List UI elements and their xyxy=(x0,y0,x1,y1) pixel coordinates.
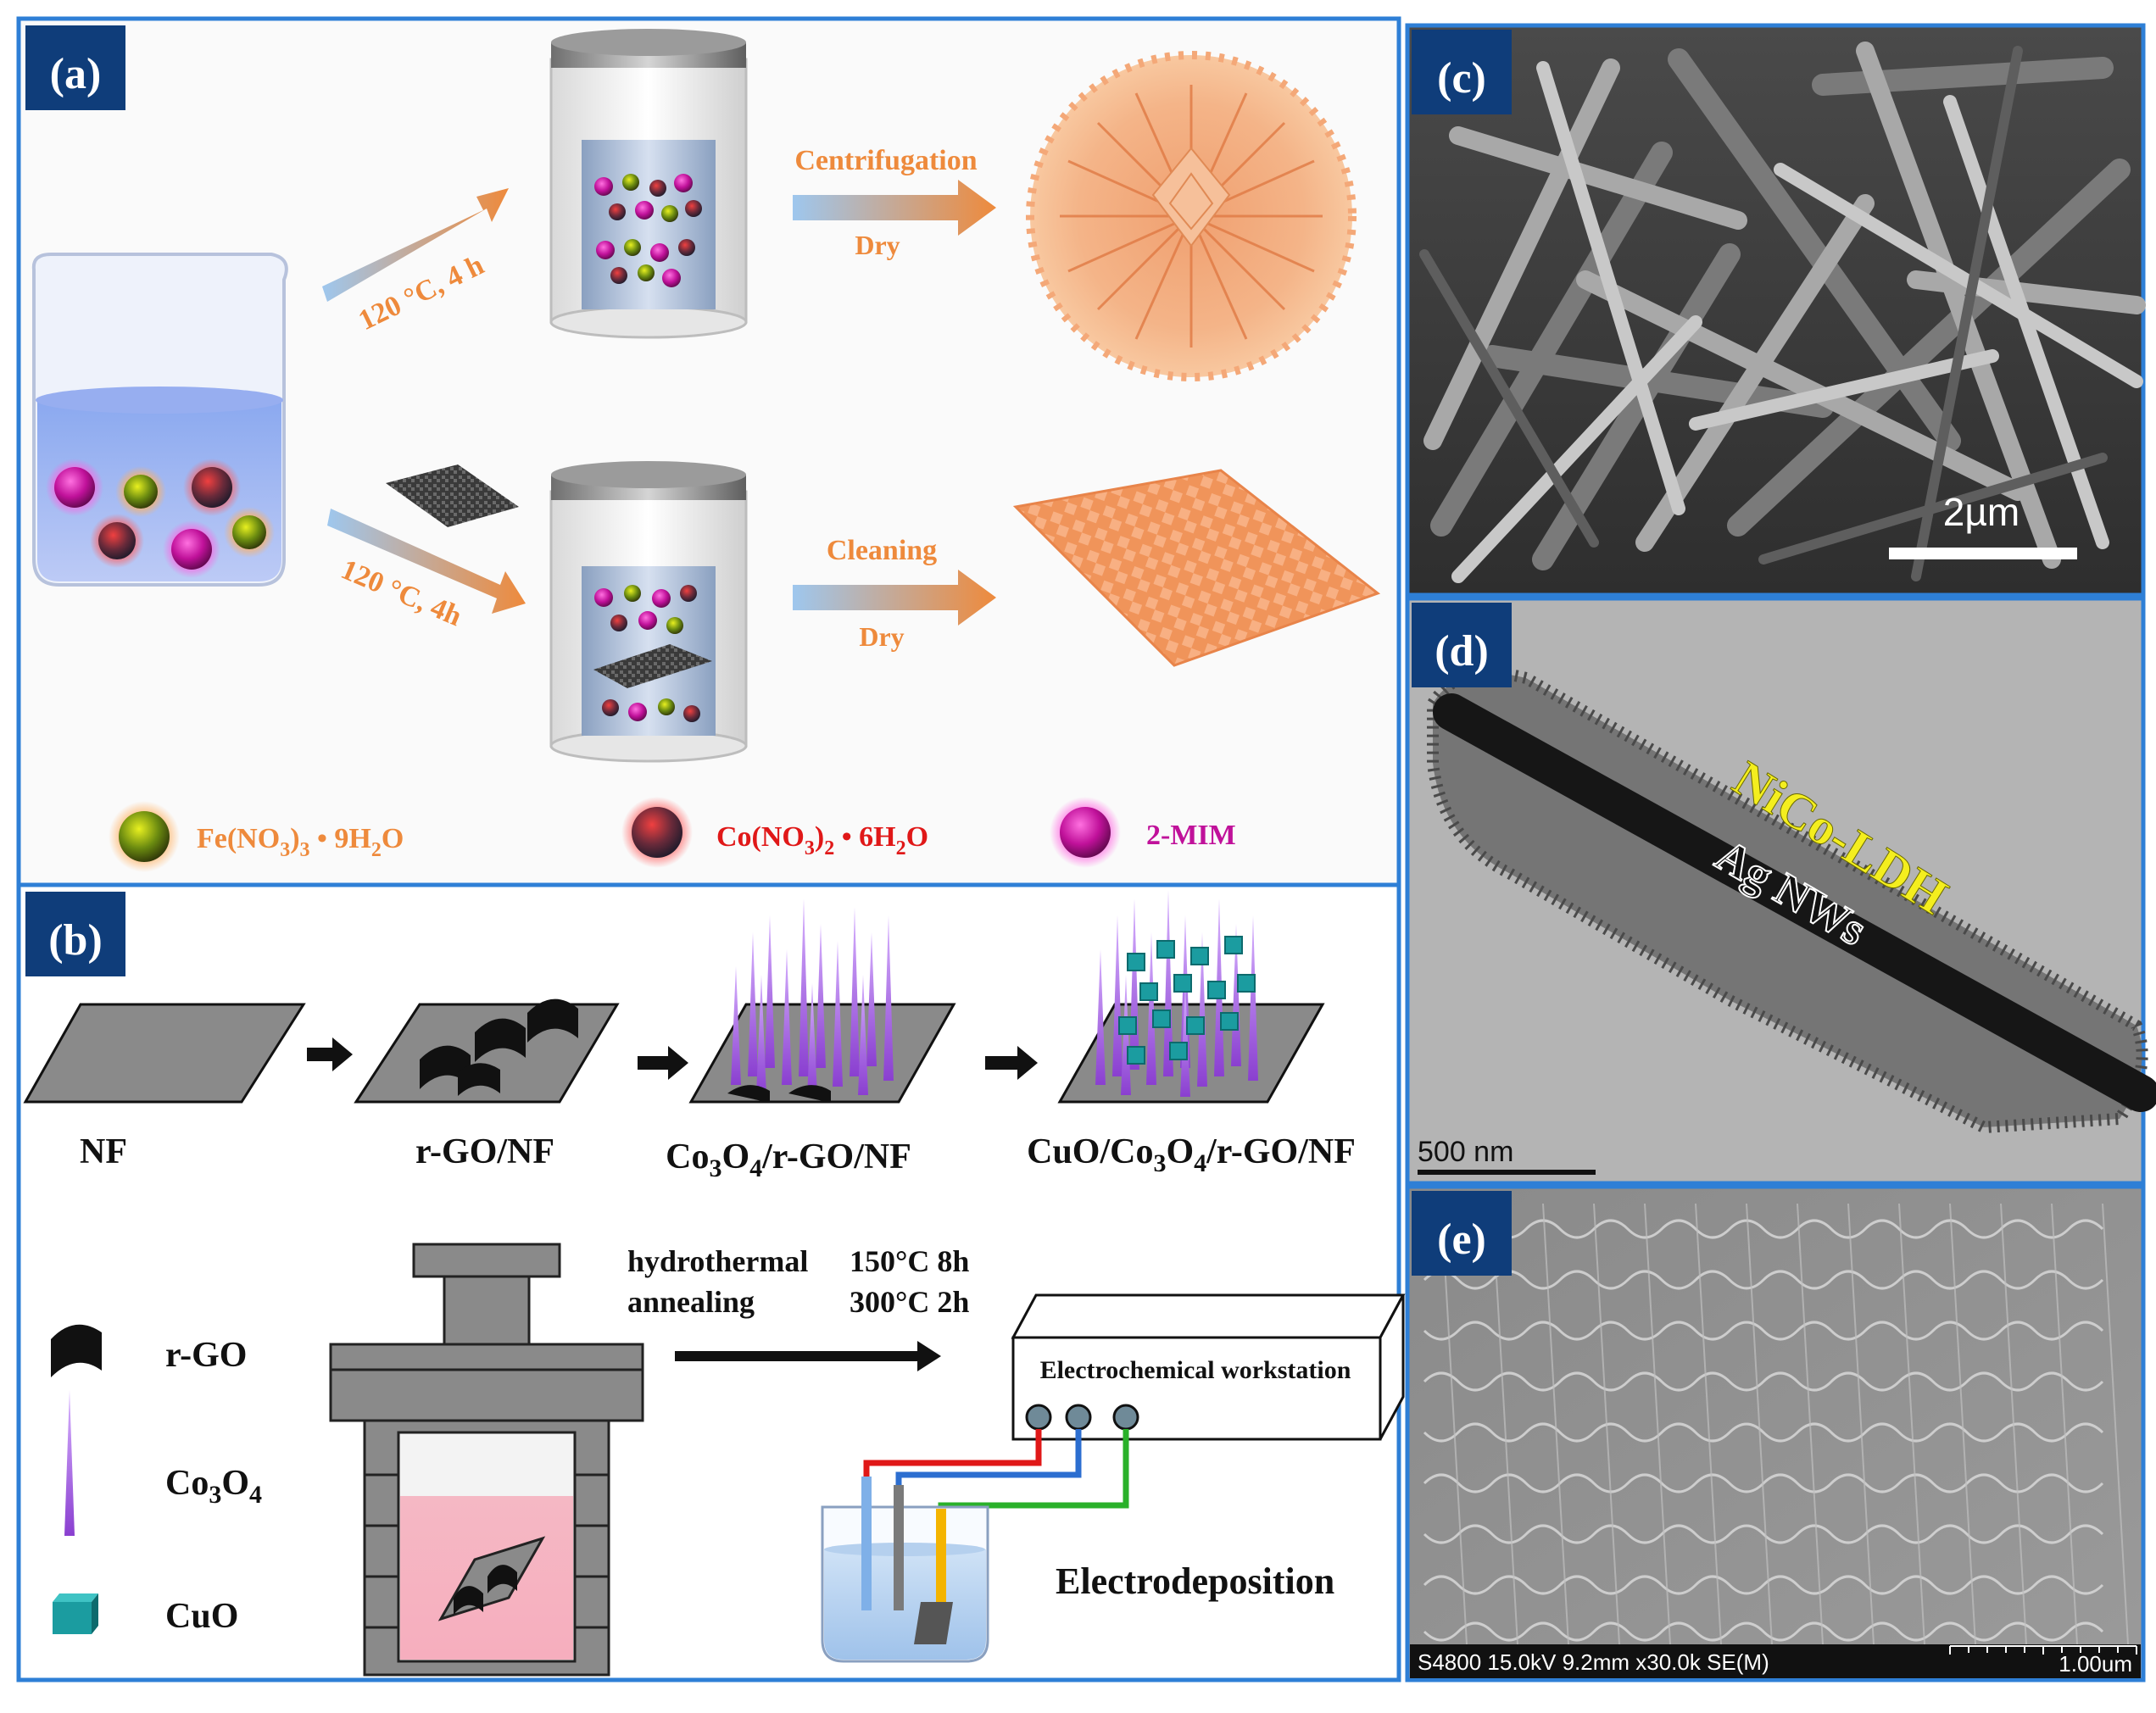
condition-anneal-value: 300°C 2h xyxy=(850,1285,969,1319)
stage-co3o4-label: Co3O4/r-GO/NF xyxy=(666,1137,911,1182)
panel-a: (a) 120 °C, 4 h 120 °C, 4h xyxy=(16,16,1401,887)
legend-co3o4-icon xyxy=(64,1390,75,1536)
panel-d-label-box xyxy=(1412,603,1512,687)
flow-arrow-1 xyxy=(307,1037,353,1071)
legend-co3o4: Co3O4 xyxy=(165,1464,262,1509)
flow-arrow-3 xyxy=(985,1046,1038,1080)
stage-cuo-label: CuO/Co3O4/r-GO/NF xyxy=(1027,1132,1356,1177)
top-step2-label: Dry xyxy=(855,230,900,260)
legend-mim: 2-MIM xyxy=(1146,820,1236,851)
bottom-step2-label: Dry xyxy=(859,621,904,652)
autoclave-bottom xyxy=(549,461,748,763)
panel-b-label: (b) xyxy=(48,916,103,965)
arrow-top-process: Centrifugation Dry xyxy=(793,145,996,260)
autoclave-top xyxy=(549,29,748,339)
condition-hydro-value: 150°C 8h xyxy=(850,1244,969,1278)
panel-e-meta: S4800 15.0kV 9.2mm x30.0k SE(M) xyxy=(1418,1649,1769,1675)
panel-b: (b) NF r-GO/NF Co3O4/r-GO/NF xyxy=(16,882,1406,1682)
legend-co: Co(NO3)2 • 6H2O xyxy=(716,821,928,859)
terminal-2 xyxy=(1065,1404,1092,1431)
sem-nanorods xyxy=(1419,42,2146,583)
panel-c: (c) 2µm xyxy=(1405,23,2146,598)
co3o4-spikes xyxy=(731,898,894,1097)
workstation-label: Electrochemical workstation xyxy=(1040,1356,1351,1384)
panel-a-label: (a) xyxy=(50,50,102,98)
terminal-1 xyxy=(1025,1404,1052,1431)
autoclave-steel xyxy=(329,1243,644,1677)
legend-panel-a: Fe(NO3)3 • 9H2O Co(NO3)2 • 6H2O 2-MIM xyxy=(109,797,1236,872)
panel-d-scale-label: 500 nm xyxy=(1418,1136,1513,1168)
panel-d: (d) NiCo-LDH Ag NWs 500 nm xyxy=(1405,596,2156,1186)
legend-fe: Fe(NO3)3 • 9H2O xyxy=(197,823,404,861)
panel-e-label: (e) xyxy=(1437,1215,1486,1264)
panel-c-scale-label: 2µm xyxy=(1943,490,2020,534)
stage-nf-plate xyxy=(23,1003,306,1104)
arrow-bottom-process: Cleaning Dry xyxy=(793,535,996,652)
product-mesh-sheet xyxy=(1012,469,1381,667)
panel-d-label: (d) xyxy=(1435,627,1489,676)
product-flower-sphere xyxy=(1026,51,1357,381)
bottom-step1-label: Cleaning xyxy=(827,535,937,566)
electrolysis-cell xyxy=(821,1477,989,1663)
terminal-3 xyxy=(1112,1404,1139,1431)
process-arrow xyxy=(675,1341,941,1371)
panel-c-scale-bar xyxy=(1889,548,2077,559)
legend-rgo-icon xyxy=(51,1324,102,1377)
panel-e-scale-label: 1.00um xyxy=(2059,1651,2132,1677)
panel-e: (e) S4800 15.0kV 9.2mm x30.0k SE(M) 1.00… xyxy=(1405,1184,2146,1682)
panel-c-label-box xyxy=(1412,30,1512,114)
flow-arrow-2 xyxy=(638,1046,688,1080)
cuo-cubes xyxy=(1118,936,1256,1065)
panel-b-label-box xyxy=(25,892,125,976)
legend-cuo: CuO xyxy=(165,1597,238,1636)
precursor-beaker xyxy=(31,253,288,587)
panel-d-scale-bar xyxy=(1418,1170,1596,1175)
stage-nf-label: NF xyxy=(80,1132,127,1171)
top-step1-label: Centrifugation xyxy=(794,145,977,176)
panel-e-info-bar xyxy=(1410,1644,2141,1678)
condition-hydro-label: hydrothermal xyxy=(627,1244,808,1278)
tem-ag-nanowire xyxy=(1433,693,2156,1112)
panel-a-label-box xyxy=(25,25,125,110)
panel-e-label-box xyxy=(1412,1191,1512,1276)
condition-anneal-label: annealing xyxy=(627,1285,755,1319)
legend-rgo: r-GO xyxy=(165,1336,247,1375)
electrodeposition-label: Electrodeposition xyxy=(1056,1560,1334,1602)
legend-panel-b: r-GO Co3O4 CuO xyxy=(51,1324,262,1636)
substrate-mesh-small xyxy=(386,464,519,527)
legend-cuo-icon xyxy=(53,1593,98,1634)
stage-rgo-label: r-GO/NF xyxy=(415,1132,554,1171)
panel-c-label: (c) xyxy=(1437,54,1486,103)
panel-e-scale-ticks xyxy=(1949,1645,2137,1655)
